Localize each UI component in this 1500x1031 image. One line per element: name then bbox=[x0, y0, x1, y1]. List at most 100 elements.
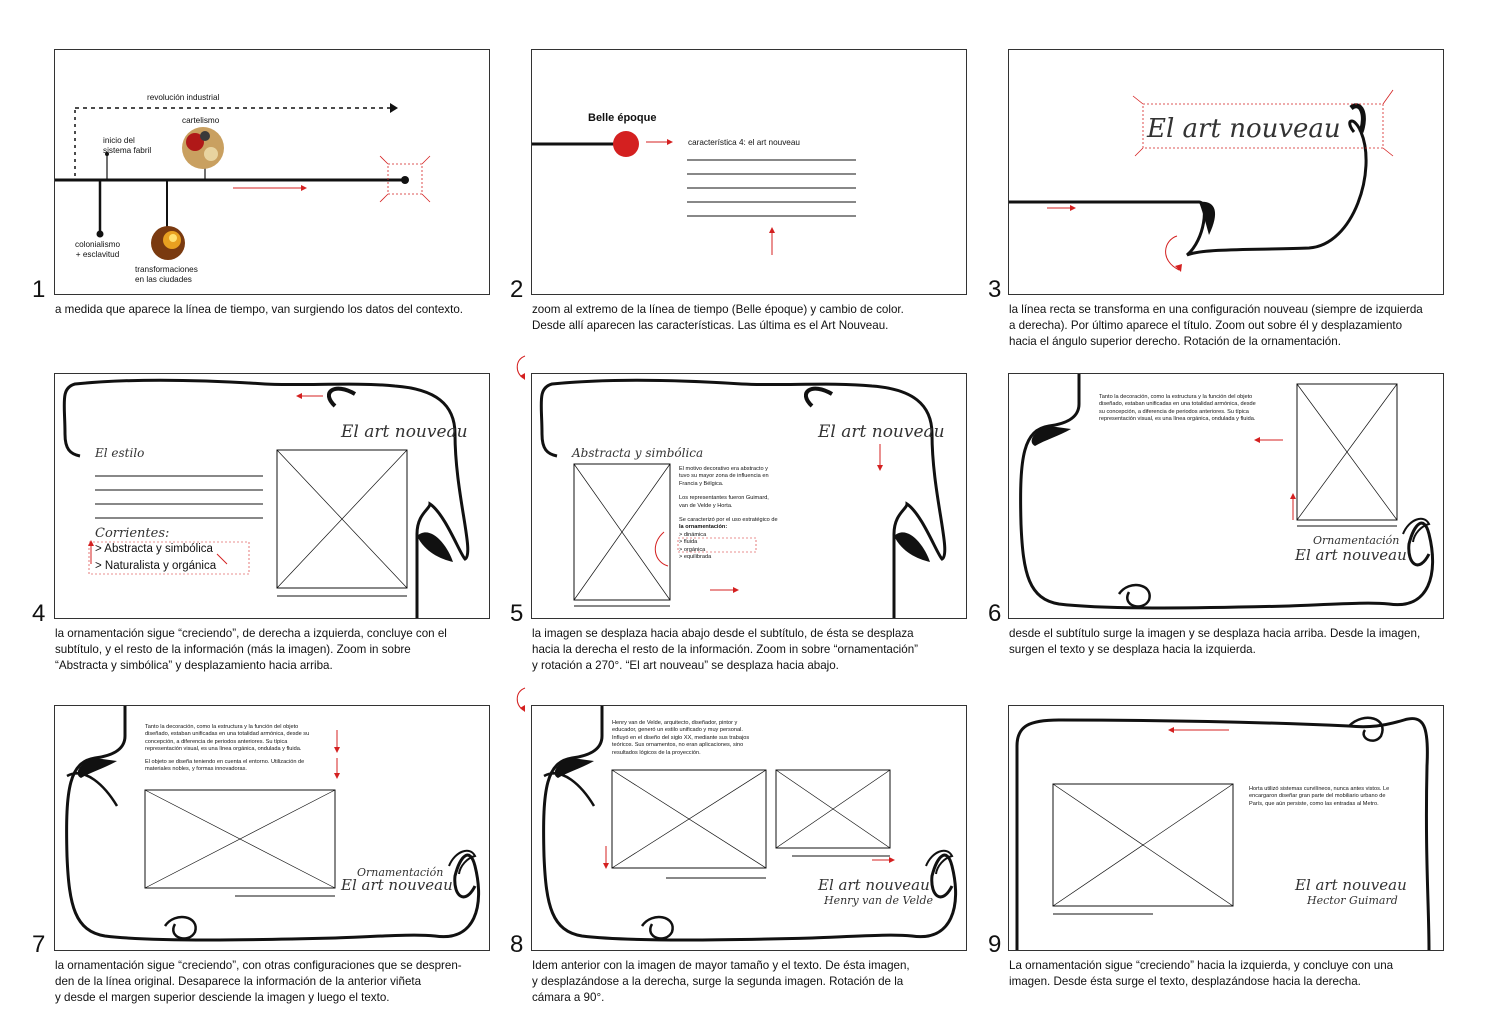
caption-line: hacia el ángulo superior derecho. Rotaci… bbox=[1009, 335, 1341, 348]
text-line: > fluida bbox=[679, 539, 698, 546]
caption-line: hacia la derecha el resto de la informac… bbox=[532, 643, 919, 656]
caption-line: imagen. Desde ésta surge el texto, despl… bbox=[1009, 975, 1361, 988]
title-art-nouveau: El art nouveau bbox=[341, 876, 453, 894]
text-line: Los representantes fueron Guimard, bbox=[679, 495, 769, 502]
caption-line: a medida que aparece la línea de tiempo,… bbox=[55, 303, 463, 316]
text-line: Tanto la decoración, como la estructura … bbox=[145, 724, 299, 730]
caption-6: desde el subtítulo surge la imagen y se … bbox=[1009, 626, 1420, 658]
rotation-arrow-icon bbox=[516, 687, 526, 712]
label-line: sistema fabril bbox=[103, 146, 152, 155]
text-line: resultados lógicos de la proyección. bbox=[612, 749, 701, 756]
title-art-nouveau: El art nouveau bbox=[1295, 546, 1407, 564]
caption-8: Idem anterior con la imagen de mayor tam… bbox=[532, 958, 910, 1006]
caption-9: La ornamentación sigue “creciendo” hacia… bbox=[1009, 958, 1393, 990]
caption-line: den de la línea original. Desaparece la … bbox=[55, 975, 422, 988]
body-text-decoracion: Tanto la decoración, como la estructura … bbox=[1099, 394, 1256, 424]
panel-number-5: 5 bbox=[510, 600, 524, 627]
text-line: Influyó en el diseño del siglo XX, media… bbox=[612, 734, 750, 741]
text-line: tuvo su mayor zona de influencia en bbox=[679, 473, 769, 480]
label-caracteristica-4: característica 4: el art nouveau bbox=[688, 138, 800, 147]
label-line: inicio del bbox=[103, 136, 135, 145]
body-text-van-de-velde: Henry van de Velde, arquitecto, diseñado… bbox=[612, 720, 749, 757]
caption-7: la ornamentación sigue “creciendo”, con … bbox=[55, 958, 462, 1006]
caption-line: surgen el texto y se desplaza hacia la i… bbox=[1009, 643, 1256, 656]
title-art-nouveau: El art nouveau bbox=[1147, 114, 1341, 144]
label-revolucion-industrial: revolución industrial bbox=[147, 93, 220, 102]
ornament-frame bbox=[539, 378, 947, 618]
caption-line: la línea recta se transforma en una conf… bbox=[1009, 303, 1423, 316]
text-line: concepción, a diferencia de periodos ant… bbox=[145, 738, 288, 745]
caption-line: la ornamentación sigue “creciendo”, con … bbox=[55, 959, 462, 972]
list-item-naturalista: > Naturalista y orgánica bbox=[95, 560, 217, 572]
caption-line: a derecha). Por último aparece el título… bbox=[1009, 319, 1403, 332]
caption-line: y rotación a 270°. “El art nouveau” se d… bbox=[532, 659, 839, 672]
caption-line: Desde allí aparecen las características.… bbox=[532, 319, 889, 332]
text-line: diseñado, estaban unificadas en una tota… bbox=[145, 731, 310, 738]
panel-number-1: 1 bbox=[32, 276, 46, 303]
text-line: educador, generó un estilo unificado y m… bbox=[612, 727, 743, 734]
text-line: encargaron diseñar gran parte del mobili… bbox=[1249, 793, 1386, 800]
text-line: van de Velde y Horta. bbox=[679, 502, 733, 509]
text-line: representación visual, es una línea orgá… bbox=[1099, 416, 1256, 423]
title-art-nouveau: El art nouveau bbox=[341, 422, 468, 442]
text-line: París, que aún persiste, como las entrad… bbox=[1249, 800, 1379, 807]
ornament-frame bbox=[1019, 374, 1435, 610]
label-inicio-sistema-fabril: inicio del sistema fabril bbox=[103, 136, 151, 156]
text-line: su concepción, a diferencia de periodos … bbox=[1099, 408, 1249, 415]
body-text-decoracion: Tanto la decoración, como la estructura … bbox=[145, 724, 309, 773]
text-line: > dinámica bbox=[679, 531, 707, 538]
subtitle-abstracta: Abstracta y simbólica bbox=[572, 446, 704, 460]
text-line bbox=[679, 488, 778, 495]
label-cartelismo: cartelismo bbox=[182, 116, 220, 125]
nouveau-line-graphic bbox=[1009, 89, 1394, 272]
panel-number-2: 2 bbox=[510, 276, 524, 303]
title-art-nouveau: El art nouveau bbox=[818, 876, 930, 894]
name-henry-van-de-velde: Henry van de Velde bbox=[824, 894, 934, 907]
timeline-graphic bbox=[55, 103, 431, 260]
text-line: > equilibrada bbox=[679, 554, 712, 561]
caption-5: la imagen se desplaza hacia abajo desde … bbox=[532, 626, 918, 674]
label-colonialismo: colonialismo + esclavitud bbox=[75, 240, 120, 260]
caption-line: zoom al extremo de la línea de tiempo (B… bbox=[532, 303, 904, 316]
label-transformaciones: transformaciones en las ciudades bbox=[135, 265, 198, 285]
label-ornamentacion: Ornamentación bbox=[357, 866, 444, 879]
panel-4: El art nouveau El estilo Corrientes: > A… bbox=[54, 373, 490, 619]
label-belle-epoque: Belle époque bbox=[588, 112, 657, 124]
panel-6: Tanto la decoración, como la estructura … bbox=[1008, 373, 1444, 619]
panel-number-4: 4 bbox=[32, 600, 46, 627]
ornament-frame bbox=[1015, 716, 1431, 950]
panel-number-9: 9 bbox=[988, 931, 1002, 958]
text-line bbox=[679, 510, 778, 517]
label-corrientes: Corrientes: bbox=[95, 526, 170, 541]
caption-1: a medida que aparece la línea de tiempo,… bbox=[55, 302, 463, 318]
panel-2: Belle époque característica 4: el art no… bbox=[531, 49, 967, 295]
ornament-frame bbox=[542, 706, 958, 942]
subtitle-el-estilo: El estilo bbox=[95, 446, 145, 460]
caption-line: y desde el margen superior desciende la … bbox=[55, 991, 390, 1004]
text-line: materiales nobles, y formas innovadoras. bbox=[145, 766, 247, 773]
belle-epoque-graphic bbox=[532, 131, 856, 255]
text-line: Tanto la decoración, como la estructura … bbox=[1099, 394, 1253, 400]
text-line: Francia y Bélgica. bbox=[679, 480, 724, 487]
label-line: en las ciudades bbox=[135, 275, 192, 284]
caption-line: “Abstracta y simbólica” y desplazamiento… bbox=[55, 659, 333, 672]
text-line: > orgánica bbox=[679, 546, 706, 553]
text-line: representación visual, es una línea orgá… bbox=[145, 746, 302, 753]
caption-line: la imagen se desplaza hacia abajo desde … bbox=[532, 627, 914, 640]
rotation-arrow-icon bbox=[516, 355, 526, 380]
text-line: teóricos. Sus ornamentos, no eran aplica… bbox=[612, 742, 744, 749]
name-hector-guimard: Hector Guimard bbox=[1307, 894, 1398, 907]
caption-line: desde el subtítulo surge la imagen y se … bbox=[1009, 627, 1421, 640]
body-text-horta: Horta utilizó sistemas curvilíneos, nunc… bbox=[1249, 786, 1389, 808]
panel-number-3: 3 bbox=[988, 276, 1002, 303]
panel-number-6: 6 bbox=[988, 600, 1002, 627]
title-art-nouveau: El art nouveau bbox=[818, 422, 945, 442]
text-line: El objeto se diseña teniendo en cuenta e… bbox=[145, 758, 305, 765]
caption-line: y desplazándose a la derecha, surge la s… bbox=[532, 975, 904, 988]
label-line: colonialismo bbox=[75, 240, 121, 249]
title-art-nouveau: El art nouveau bbox=[1295, 876, 1407, 894]
panel-9: Horta utilizó sistemas curvilíneos, nunc… bbox=[1008, 705, 1444, 951]
list-item-abstracta: > Abstracta y simbólica bbox=[95, 543, 213, 555]
text-line: diseñado, estaban unificadas en una tota… bbox=[1099, 401, 1256, 408]
caption-line: subtítulo, y el resto de la información … bbox=[55, 643, 411, 656]
